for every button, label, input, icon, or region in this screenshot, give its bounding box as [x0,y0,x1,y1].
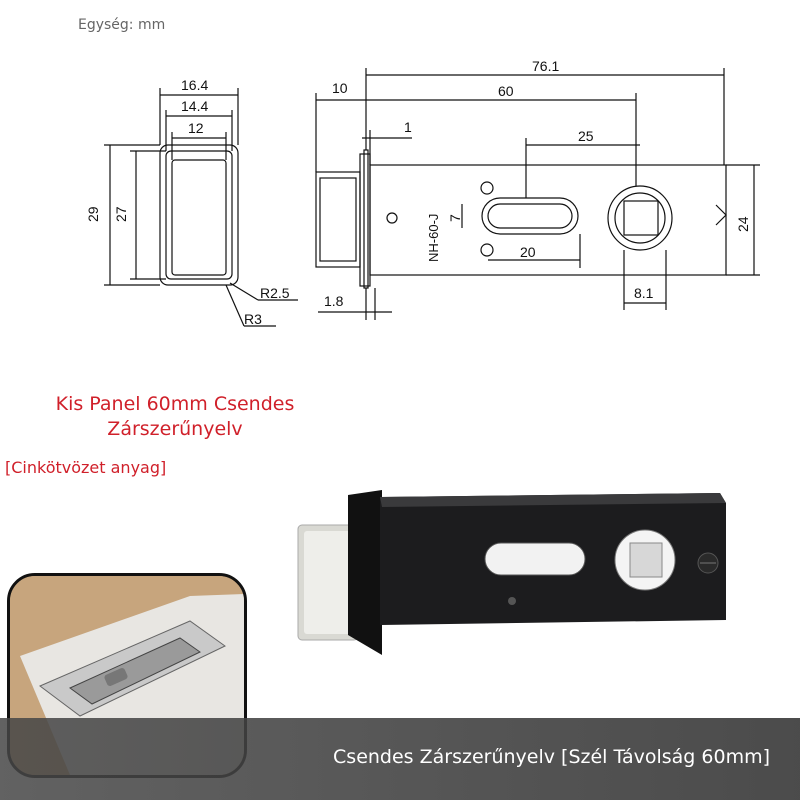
dim-14-4: 14.4 [181,98,208,114]
dim-12: 12 [188,120,204,136]
faceplate [348,490,382,655]
latch-product-photo [297,490,726,655]
profile-core [171,159,227,276]
dim-76-1: 76.1 [532,58,559,74]
dim-1: 1 [404,119,412,135]
dim-r3: R3 [244,311,262,327]
dim-24: 24 [735,216,751,232]
title-line-1: Kis Panel 60mm Csendes [55,393,295,415]
technical-drawing: 16.4 14.4 12 29 27 R2.5 R3 76.1 10 60 1 … [85,58,760,327]
material-label: [Cinkötvözet anyag] [5,458,167,477]
dim-29: 29 [85,206,101,222]
dim-8-1: 8.1 [634,285,654,301]
latch-case-side [369,164,727,276]
dim-25: 25 [578,128,594,144]
dim-27: 27 [113,206,129,222]
model-mark: NH-60-J [426,214,441,262]
caption-banner: Csendes Zárszerűnyelv [Szél Távolság 60m… [0,718,800,800]
profile-inner [165,150,233,280]
product-title: Kis Panel 60mm Csendes Zárszerűnyelv [20,392,330,442]
title-line-2: Zárszerűnyelv [107,418,243,440]
dim-7: 7 [447,214,463,222]
dim-60: 60 [498,83,514,99]
profile-outer [159,144,239,286]
spindle-hub [607,185,673,251]
latch-tongue-side [315,171,361,268]
dim-1-8: 1.8 [324,293,344,309]
slot [484,542,586,576]
dim-r2-5: R2.5 [260,285,290,301]
dim-10: 10 [332,80,348,96]
banner-text: Csendes Zárszerűnyelv [Szél Távolság 60m… [333,746,770,768]
unit-label: Egység: mm [78,17,166,33]
slot-outline [481,197,579,235]
dim-16-4: 16.4 [181,77,208,93]
dim-20: 20 [520,244,536,260]
